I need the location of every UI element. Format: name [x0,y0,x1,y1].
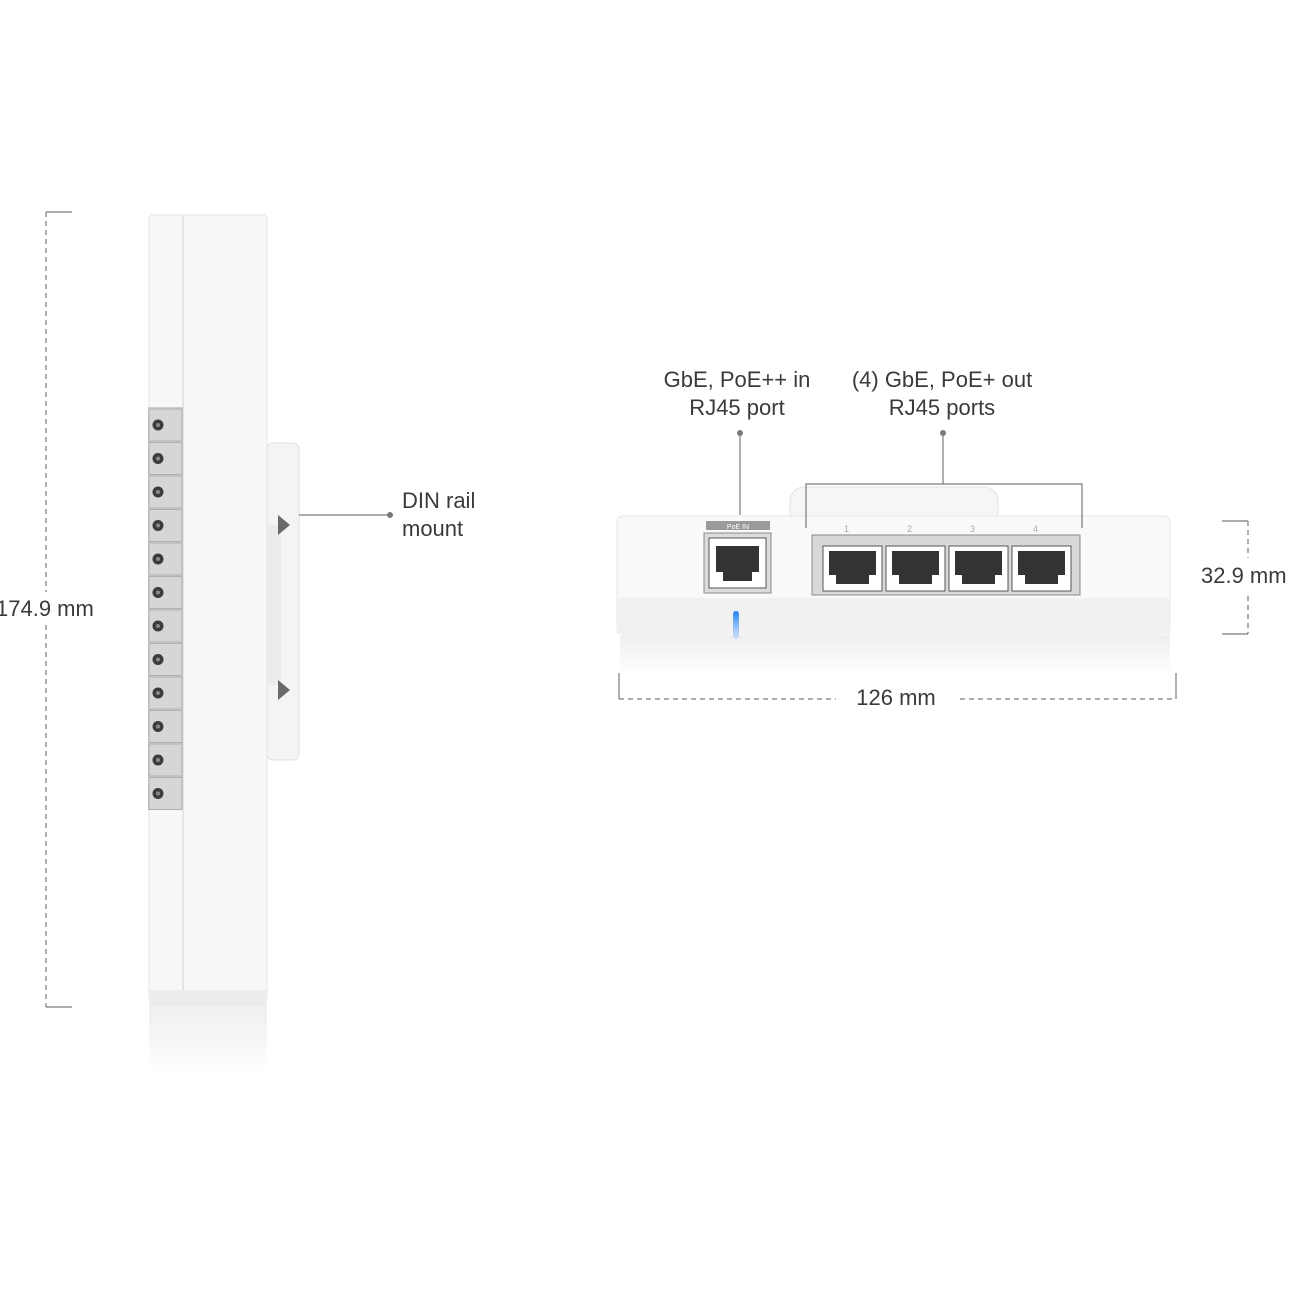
poe-out-callout-line1: (4) GbE, PoE+ out [851,367,1033,392]
terminal-screw [148,542,183,576]
poe-in-callout-line [737,430,743,515]
port-number-label: 4 [1033,524,1038,534]
status-led [733,611,739,639]
terminal-screw [148,576,183,609]
poe-out-port [885,545,946,592]
terminal-screw [148,609,183,643]
terminal-screw [148,710,183,743]
width-dimension-bracket [618,673,1177,700]
terminal-screw [148,643,183,676]
poe-in-callout-line1: GbE, PoE++ in [663,367,811,392]
poe-in-callout-line2: RJ45 port [689,395,785,420]
poe-out-port [948,545,1009,592]
port-number-label: 3 [970,524,975,534]
din-callout-line [299,512,393,518]
terminal-screw [148,442,183,475]
poe-in-port: PoE IN [703,521,772,594]
din-rail-callout-line1: DIN rail [402,488,476,513]
poe-out-port [1011,545,1072,592]
port-number-label: 2 [907,524,912,534]
terminal-screw [148,676,183,710]
terminal-block-strip [148,407,183,810]
poe-out-callout-line2: RJ45 ports [888,395,996,420]
port-number-label: 1 [844,524,849,534]
terminal-screw [148,777,183,810]
poe-in-callout: GbE, PoE++ in RJ45 port [664,366,811,422]
depth-label: 32.9 mm [1201,563,1287,588]
depth-dimension-bracket [1222,520,1249,635]
poe-out-callout: (4) GbE, PoE+ out RJ45 ports [852,366,1032,422]
poe-out-callout-bracket [805,430,1083,528]
width-label: 126 mm [856,685,936,710]
height-label: 174.9 mm [0,596,94,621]
poe-out-port [822,545,883,592]
height-dimension-bracket [45,211,72,1008]
din-rail-callout: DIN rail mount [402,487,475,543]
terminal-screw [148,408,183,442]
din-rail-clip [266,442,300,761]
poe-out-ports-group: 1 2 3 4 [811,524,1081,596]
terminal-screw [148,743,183,777]
terminal-screw [148,475,183,509]
din-rail-callout-line2: mount [402,516,464,541]
poe-in-badge: PoE IN [727,524,749,531]
terminal-screw [148,509,183,542]
